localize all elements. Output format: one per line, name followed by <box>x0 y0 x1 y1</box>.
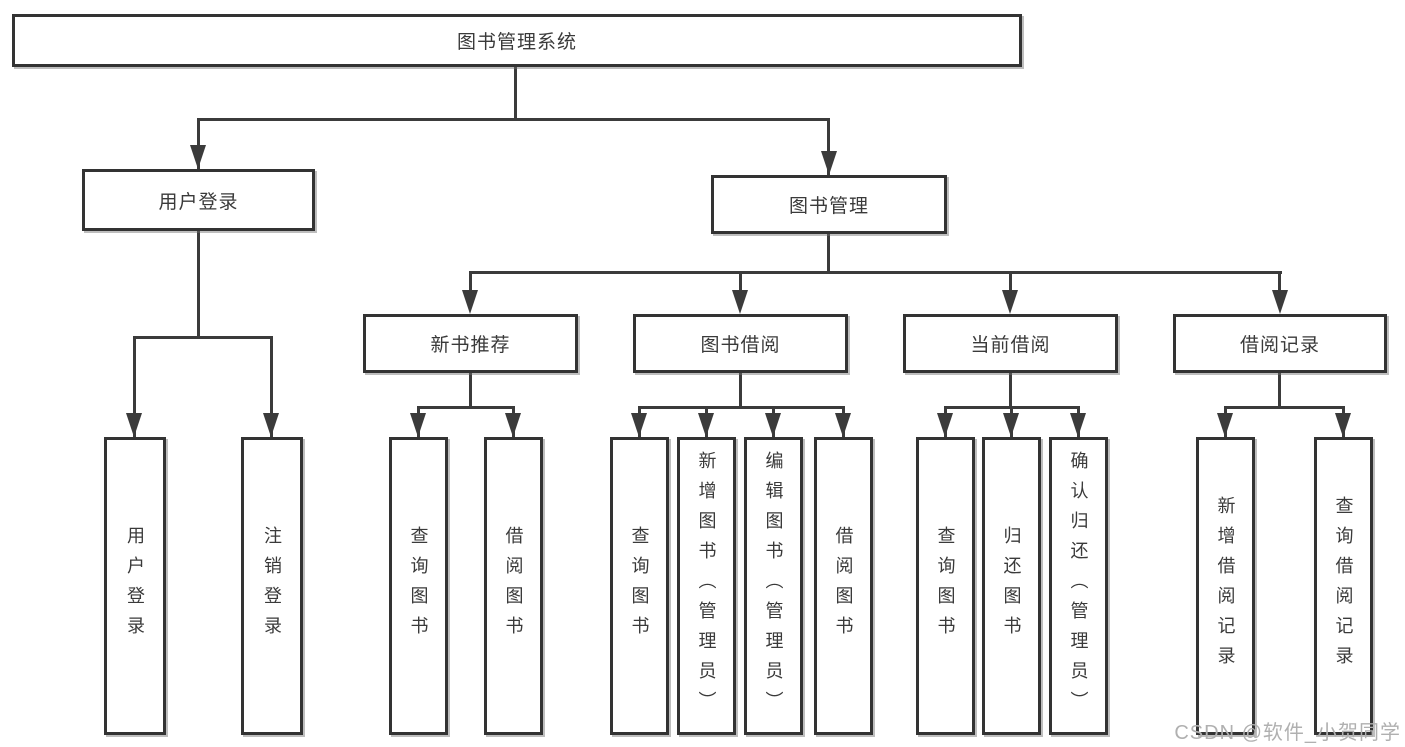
connector-line <box>197 118 200 169</box>
connector-line <box>417 406 515 409</box>
arrow-down-icon <box>126 413 142 437</box>
arrow-down-icon <box>1002 290 1018 314</box>
arrow-down-icon <box>1335 413 1351 437</box>
leaf-add-borrow-record: 新增借阅记录 <box>1196 437 1255 735</box>
leaf-borrow-books-recommend: 借阅图书 <box>484 437 543 735</box>
arrow-down-icon <box>1003 413 1019 437</box>
leaf-edit-books-admin: 编辑图书（管理员） <box>744 437 803 735</box>
leaf-logout-login: 注销登录 <box>241 437 303 735</box>
arrow-down-icon <box>937 413 953 437</box>
leaf-query-borrow-record: 查询借阅记录 <box>1314 437 1373 735</box>
leaf-user-login: 用户登录 <box>104 437 166 735</box>
connector-line <box>469 373 472 409</box>
leaf-borrow-books-borrowing: 借阅图书 <box>814 437 873 735</box>
connector-line <box>1009 373 1012 409</box>
connector-line <box>514 67 517 121</box>
leaf-user-login-label: 用户登录 <box>125 526 145 646</box>
leaf-return-books: 归还图书 <box>982 437 1041 735</box>
leaf-add-books-admin-label: 新增图书（管理员） <box>696 451 717 721</box>
node-book-borrowing-label: 图书借阅 <box>700 335 781 356</box>
connector-line <box>827 118 830 175</box>
connector-line <box>638 406 845 409</box>
connector-line <box>1278 373 1281 409</box>
arrow-down-icon <box>732 290 748 314</box>
leaf-confirm-return-admin-label: 确认归还（管理员） <box>1068 451 1089 721</box>
connector-line <box>827 234 830 274</box>
watermark: CSDN @软件_小贺同学 <box>1174 722 1401 744</box>
connector-line <box>197 118 830 121</box>
leaf-query-books-borrowing: 查询图书 <box>610 437 669 735</box>
connector-line <box>469 271 472 293</box>
node-borrowing-records: 借阅记录 <box>1173 314 1387 373</box>
leaf-query-books-recommend: 查询图书 <box>389 437 448 735</box>
node-library-system: 图书管理系统 <box>12 14 1022 67</box>
connector-line <box>739 373 742 409</box>
leaf-query-borrow-record-label: 查询借阅记录 <box>1333 496 1354 676</box>
node-user-login-label: 用户登录 <box>158 191 239 213</box>
node-book-management: 图书管理 <box>711 175 947 234</box>
leaf-add-borrow-record-label: 新增借阅记录 <box>1215 496 1236 676</box>
node-borrowing-records-label: 借阅记录 <box>1239 335 1320 356</box>
arrow-down-icon <box>1272 290 1288 314</box>
arrow-down-icon <box>1217 413 1233 437</box>
connector-line <box>1278 271 1281 293</box>
arrow-down-icon <box>765 413 781 437</box>
connector-line <box>469 271 1282 274</box>
leaf-borrow-books-recommend-label: 借阅图书 <box>503 526 524 646</box>
node-library-system-label: 图书管理系统 <box>456 32 577 53</box>
connector-line <box>1009 271 1012 293</box>
arrow-down-icon <box>698 413 714 437</box>
node-current-borrowing: 当前借阅 <box>903 314 1118 373</box>
node-user-login: 用户登录 <box>82 169 315 231</box>
node-current-borrowing-label: 当前借阅 <box>970 335 1051 356</box>
arrow-down-icon <box>505 413 521 437</box>
connector-line <box>1224 406 1345 409</box>
node-new-book-recommendation-label: 新书推荐 <box>430 335 511 356</box>
leaf-add-books-admin: 新增图书（管理员） <box>677 437 736 735</box>
leaf-logout-login-label: 注销登录 <box>262 526 282 646</box>
leaf-borrow-books-borrowing-label: 借阅图书 <box>833 526 854 646</box>
arrow-down-icon <box>190 145 206 169</box>
arrow-down-icon <box>631 413 647 437</box>
arrow-down-icon <box>1070 413 1086 437</box>
leaf-query-books-current: 查询图书 <box>916 437 975 735</box>
connector-line <box>133 336 136 437</box>
arrow-down-icon <box>835 413 851 437</box>
node-book-management-label: 图书管理 <box>788 196 869 217</box>
leaf-query-books-recommend-label: 查询图书 <box>408 526 429 646</box>
connector-line <box>197 231 200 339</box>
leaf-query-books-current-label: 查询图书 <box>935 526 956 646</box>
leaf-edit-books-admin-label: 编辑图书（管理员） <box>763 451 784 721</box>
leaf-query-books-borrowing-label: 查询图书 <box>629 526 650 646</box>
arrow-down-icon <box>821 151 837 175</box>
arrow-down-icon <box>263 413 279 437</box>
connector-line <box>270 336 273 437</box>
connector-line <box>739 271 742 293</box>
node-new-book-recommendation: 新书推荐 <box>363 314 578 373</box>
node-book-borrowing: 图书借阅 <box>633 314 848 373</box>
arrow-down-icon <box>462 290 478 314</box>
arrow-down-icon <box>410 413 426 437</box>
leaf-confirm-return-admin: 确认归还（管理员） <box>1049 437 1108 735</box>
leaf-return-books-label: 归还图书 <box>1001 526 1022 646</box>
connector-line <box>133 336 273 339</box>
